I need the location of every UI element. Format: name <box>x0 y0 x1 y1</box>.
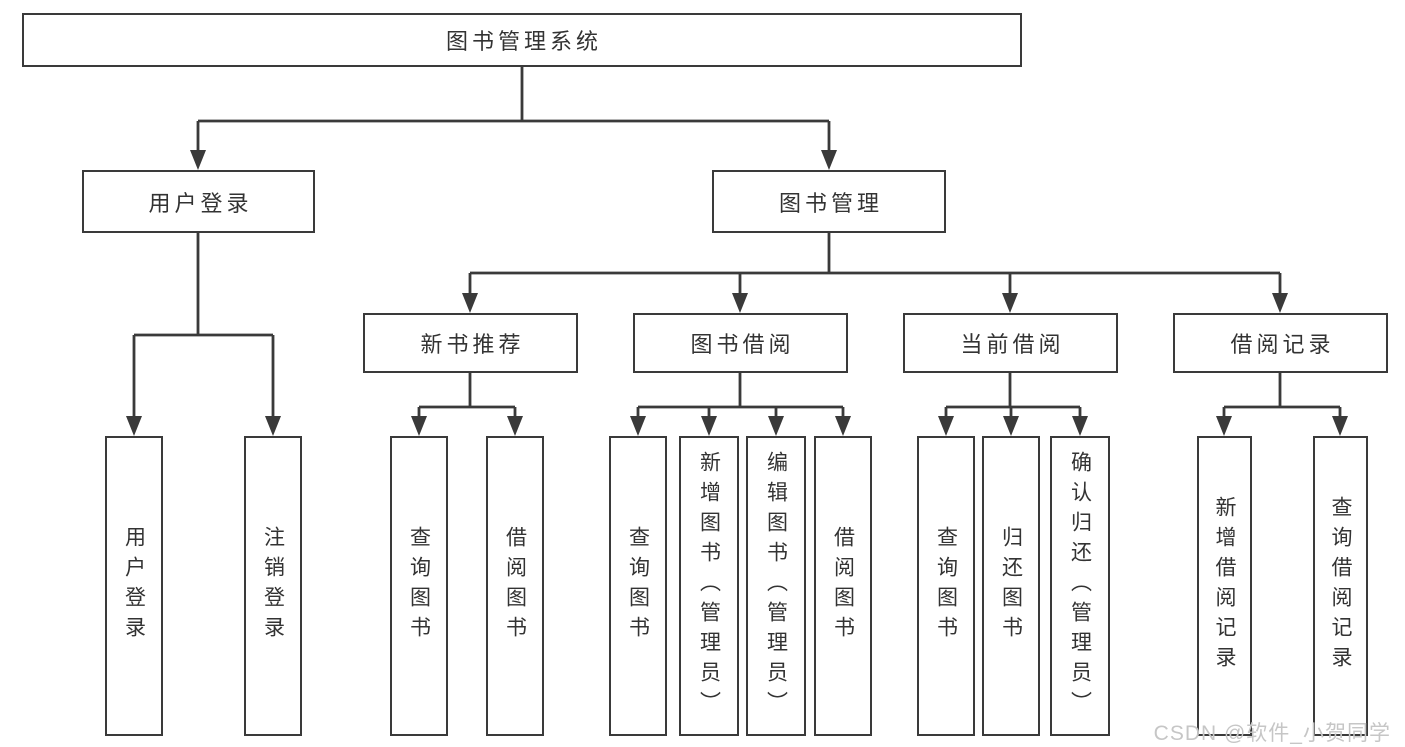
node-book-borrowing-label: 图书借阅 <box>690 332 795 357</box>
leaf-borrow-edit-books-admin: 编辑图书（管理员） <box>746 436 806 736</box>
node-book-borrowing: 图书借阅 <box>633 313 848 373</box>
node-book-management-label: 图书管理 <box>778 190 883 216</box>
leaf-newbook-query-books-label: 查询图书 <box>407 526 431 646</box>
leaf-user-login-label: 用户登录 <box>122 526 146 646</box>
leaf-borrow-borrow-books: 借阅图书 <box>814 436 872 736</box>
leaf-newbook-borrow-books-label: 借阅图书 <box>503 526 527 646</box>
leaf-logout-login-label: 注销登录 <box>261 526 285 646</box>
node-borrowing-records: 借阅记录 <box>1173 313 1388 373</box>
connector-new-book-children <box>411 373 523 436</box>
leaf-logout-login: 注销登录 <box>244 436 302 736</box>
node-new-book-recommend: 新书推荐 <box>363 313 578 373</box>
node-user-login-label: 用户登录 <box>148 190 253 216</box>
connector-borrow-records-children <box>1216 373 1348 436</box>
node-library-management-system: 图书管理系统 <box>22 13 1022 67</box>
node-book-management: 图书管理 <box>712 170 946 233</box>
leaf-current-return-books-label: 归还图书 <box>999 526 1023 646</box>
node-current-borrowing-label: 当前借阅 <box>960 332 1065 357</box>
leaf-current-confirm-return-admin-label: 确认归还（管理员） <box>1068 451 1092 721</box>
leaf-current-query-books: 查询图书 <box>917 436 975 736</box>
connector-book-management-children <box>462 233 1288 313</box>
node-user-login: 用户登录 <box>82 170 315 233</box>
leaf-records-query-record-label: 查询借阅记录 <box>1329 496 1352 676</box>
connector-root-children <box>190 67 837 170</box>
leaf-borrow-add-books-admin-label: 新增图书（管理员） <box>697 451 721 721</box>
node-library-management-system-label: 图书管理系统 <box>445 29 602 54</box>
leaf-newbook-query-books: 查询图书 <box>390 436 448 736</box>
leaf-records-add-record-label: 新增借阅记录 <box>1213 496 1236 676</box>
connector-current-borrow-children <box>938 373 1088 436</box>
leaf-borrow-query-books: 查询图书 <box>609 436 667 736</box>
leaf-current-confirm-return-admin: 确认归还（管理员） <box>1050 436 1110 736</box>
node-current-borrowing: 当前借阅 <box>903 313 1118 373</box>
csdn-watermark: CSDN @软件_小贺同学 <box>1153 722 1391 745</box>
connector-user-login-children <box>126 233 281 436</box>
leaf-borrow-borrow-books-label: 借阅图书 <box>831 526 855 646</box>
leaf-records-add-record: 新增借阅记录 <box>1197 436 1252 736</box>
connector-book-borrow-children <box>630 373 851 436</box>
leaf-user-login: 用户登录 <box>105 436 163 736</box>
leaf-current-query-books-label: 查询图书 <box>934 526 958 646</box>
leaf-borrow-edit-books-admin-label: 编辑图书（管理员） <box>764 451 788 721</box>
leaf-borrow-add-books-admin: 新增图书（管理员） <box>679 436 739 736</box>
leaf-newbook-borrow-books: 借阅图书 <box>486 436 544 736</box>
leaf-records-query-record: 查询借阅记录 <box>1313 436 1368 736</box>
node-new-book-recommend-label: 新书推荐 <box>420 332 525 357</box>
leaf-current-return-books: 归还图书 <box>982 436 1040 736</box>
node-borrowing-records-label: 借阅记录 <box>1230 332 1335 357</box>
leaf-borrow-query-books-label: 查询图书 <box>626 526 650 646</box>
